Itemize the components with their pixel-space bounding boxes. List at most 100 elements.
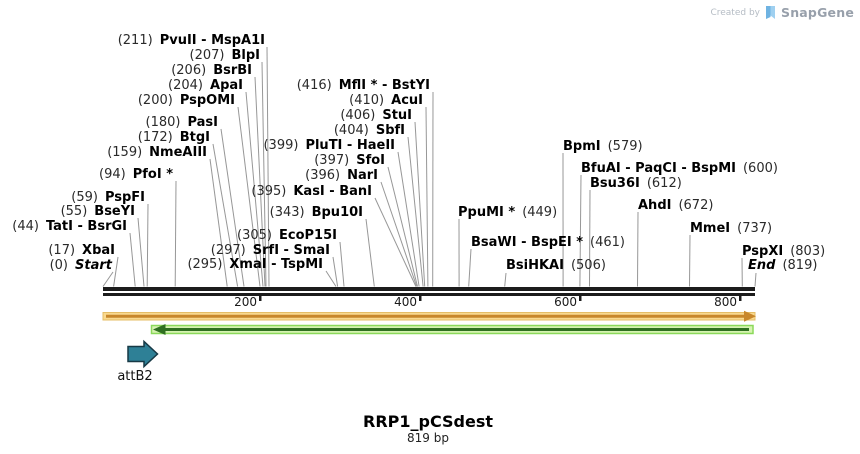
site-name: BfuAI - PaqCI - BspMI (581, 161, 736, 176)
site-name: BsaWI - BspEI * (471, 235, 584, 250)
site-pos: (404) (333, 123, 369, 138)
site-label-xmai-tspmi[interactable]: (295)XmaI - TspMI (187, 257, 323, 273)
reverse-feature-arrowhead-icon (153, 324, 166, 335)
site-label-bpmi[interactable]: BpmI (579) (563, 139, 643, 155)
site-label-bsrbi[interactable]: (206)BsrBI (171, 63, 252, 79)
site-pos: (395) (251, 184, 287, 199)
site-name: BpmI (563, 139, 601, 154)
plasmid-title: RRP1_pCSdest (363, 412, 493, 431)
site-label-bseyi[interactable]: (55)BseYI (61, 204, 135, 220)
site-label-kasi-bani[interactable]: (395) KasI - BanI (251, 184, 372, 200)
site-name: Start (75, 258, 112, 273)
reverse-strand-feature[interactable] (150, 324, 754, 335)
site-name: AhdI (638, 198, 672, 213)
leader-line (129, 232, 136, 287)
attb2-arrow[interactable] (127, 339, 159, 369)
leader-line (146, 203, 149, 287)
site-name: SfoI (356, 153, 385, 168)
site-label-pspfi[interactable]: (59) PspFI (71, 190, 145, 206)
leader-line (137, 217, 145, 287)
site-label-blpi[interactable]: (207)BlpI (190, 48, 260, 64)
site-pos: (207) (189, 48, 225, 63)
site-name: ApaI (210, 78, 243, 93)
leader-line (414, 121, 426, 287)
site-name: TatI - BsrGI (45, 219, 127, 234)
site-label-bsu36i[interactable]: Bsu36I (612) (590, 176, 682, 192)
site-label-ecop15i[interactable]: (305)EcoP15I (237, 228, 337, 244)
site-name: PpuMI * (458, 205, 516, 220)
map-line-top[interactable] (103, 287, 755, 291)
site-label-xbai[interactable]: (17)XbaI (48, 243, 115, 259)
site-pos: (399) (263, 138, 299, 153)
leader-line (365, 218, 375, 287)
site-name: PspFI (104, 190, 145, 205)
leader-lines (102, 46, 757, 287)
attb2-feature-label[interactable]: attB2 (117, 369, 153, 384)
site-label-pspxi[interactable]: PspXI (803) (742, 244, 825, 260)
site-name: MmeI (690, 221, 731, 236)
site-label-nari[interactable]: (396)NarI (305, 168, 378, 184)
leader-line (102, 271, 114, 287)
site-pos: (803) (790, 244, 826, 259)
site-name: Bsu36I (590, 176, 640, 191)
site-label-pspomi[interactable]: (200)PspOMI (138, 93, 235, 109)
site-pos: (406) (340, 108, 376, 123)
sequence-map-line[interactable] (103, 287, 755, 296)
site-label-ahdi[interactable]: AhdI(672) (638, 198, 713, 214)
site-label-pluti-haeii[interactable]: (399)PluTI - HaeII (263, 138, 395, 154)
plasmid-length: 819 bp (407, 431, 449, 445)
site-name: PspXI (742, 244, 784, 259)
site-label-srfi-smai[interactable]: (297)SrfI - SmaI (211, 243, 330, 259)
forward-feature-arrowhead-icon (744, 310, 756, 322)
site-pos: (17) (48, 243, 76, 258)
site-name: EcoP15I (279, 228, 337, 243)
ruler-tick-800 (739, 293, 742, 301)
site-label-pvuii-mspa1i[interactable]: (211)PvuII - MspA1I (118, 33, 265, 49)
ruler-tick-600 (579, 293, 582, 301)
leader-line (332, 256, 339, 287)
site-label-bpu10i[interactable]: (343)Bpu10I (270, 205, 363, 221)
site-label-mfli-bstyi[interactable]: (416)MflI * - BstYI (297, 78, 430, 94)
site-name: AcuI (391, 93, 423, 108)
map-line-bottom[interactable] (103, 293, 755, 296)
site-pos: (59) (71, 190, 98, 205)
site-label-end[interactable]: End(819) (748, 258, 817, 274)
site-label-mmei[interactable]: MmeI(737) (690, 221, 772, 237)
site-label-start[interactable]: (0)Start (50, 258, 112, 274)
site-pos: (579) (607, 139, 643, 154)
site-label-apai[interactable]: (204)ApaI (168, 78, 243, 94)
site-label-sfoi[interactable]: (397)SfoI (314, 153, 385, 169)
site-label-btgi[interactable]: (172)BtgI (138, 130, 210, 146)
site-pos: (343) (269, 205, 305, 220)
forward-strand-feature[interactable] (102, 310, 756, 322)
site-label-pfoi[interactable]: (94)PfoI * (99, 167, 173, 183)
ruler-label-800: 800 (714, 295, 737, 309)
site-label-bsihkai[interactable]: BsiHKAI (506) (506, 258, 606, 274)
site-name: PvuII - MspA1I (159, 33, 265, 48)
site-label-sbfi[interactable]: (404)SbfI (334, 123, 405, 139)
leader-line (113, 256, 119, 287)
site-pos: (295) (187, 257, 223, 272)
site-label-stui[interactable]: (406) StuI (340, 108, 412, 124)
site-label-ppumi[interactable]: PpuMI * (449) (458, 205, 557, 221)
site-name: KasI - BanI (293, 184, 372, 199)
site-pos: (612) (646, 176, 682, 191)
site-label-bfuai-paqci-bspmi[interactable]: BfuAI - PaqCI - BspMI(600) (581, 161, 778, 177)
site-pos: (506) (570, 258, 606, 273)
site-name: NarI (347, 168, 378, 183)
leader-line (425, 106, 429, 287)
site-pos: (206) (171, 63, 207, 78)
site-name: BsiHKAI (506, 258, 564, 273)
site-label-acui[interactable]: (410)AcuI (349, 93, 423, 109)
site-label-nmeaiii[interactable]: (159)NmeAIII (107, 145, 207, 161)
site-label-bsawi-bspei[interactable]: BsaWI - BspEI *(461) (471, 235, 625, 251)
leader-line (407, 136, 424, 287)
site-pos: (819) (782, 258, 818, 273)
site-pos: (55) (60, 204, 88, 219)
ruler-label-600: 600 (554, 295, 577, 309)
site-label-pasi[interactable]: (180)PasI (146, 115, 219, 131)
site-name: StuI (382, 108, 412, 123)
site-pos: (449) (522, 205, 558, 220)
site-label-tati-bsrgi[interactable]: (44)TatI - BsrGI (12, 219, 127, 235)
